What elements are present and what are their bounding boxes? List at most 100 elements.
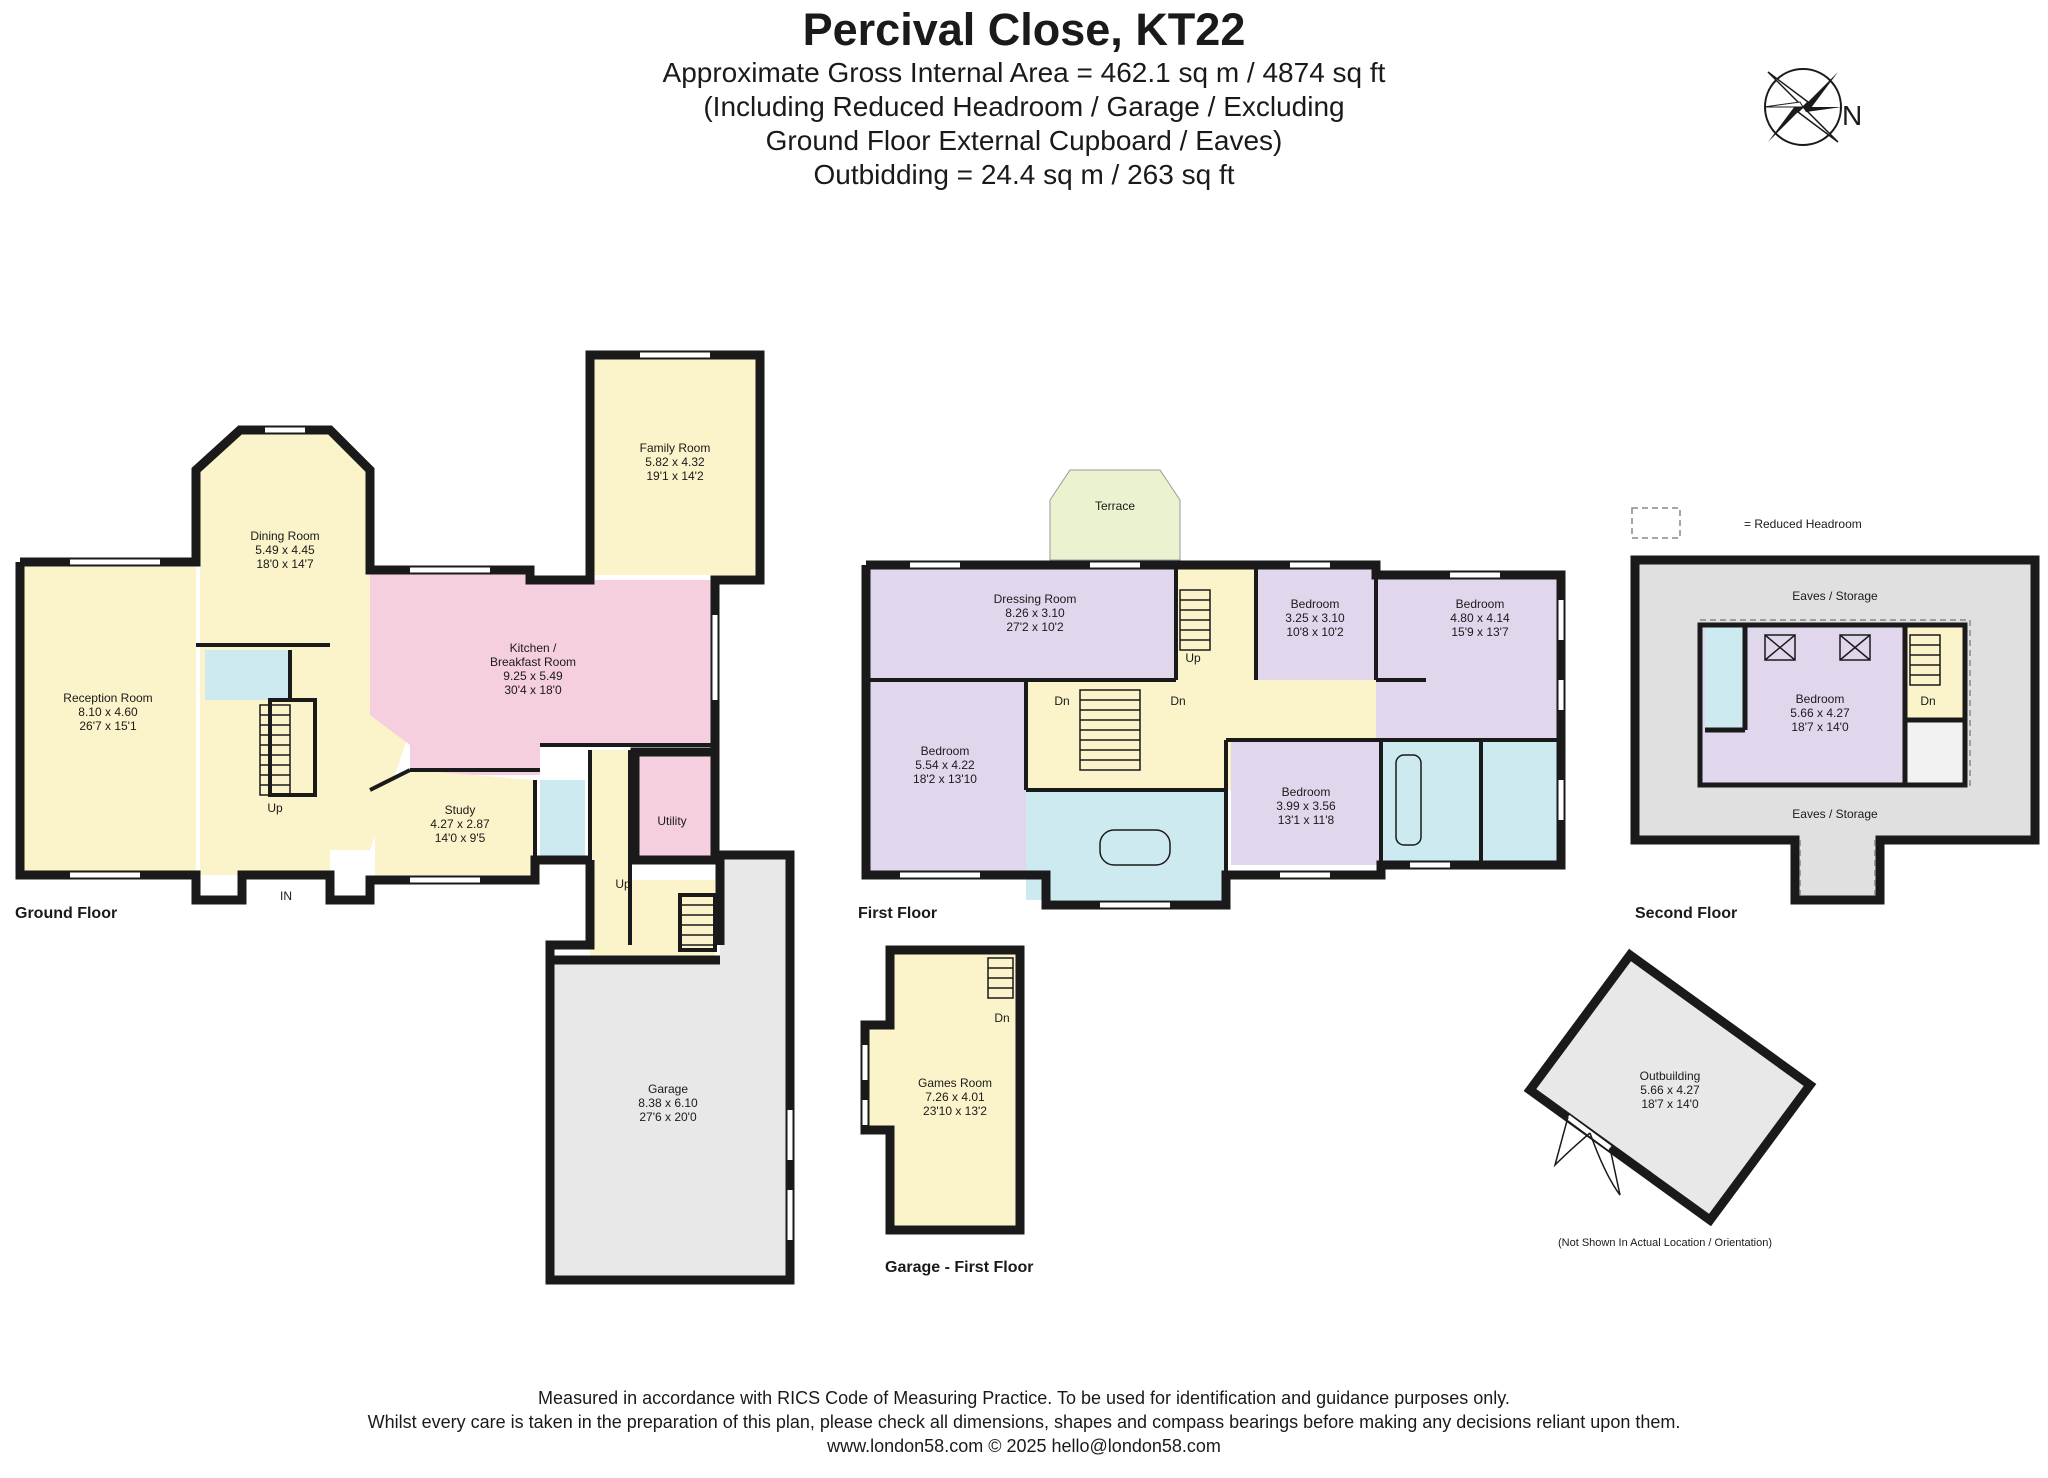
bedroom2-metric: 3.25 x 3.10 — [1285, 611, 1345, 625]
bedroom1-name: Bedroom — [921, 744, 970, 758]
games-room-imperial: 23'10 x 13'2 — [923, 1104, 987, 1118]
outbuilding-imperial: 18'7 x 14'0 — [1641, 1097, 1699, 1111]
second-bedroom-name: Bedroom — [1796, 692, 1845, 706]
bedroom4-imperial: 13'1 x 11'8 — [1278, 813, 1335, 827]
first-floor-labels: Terrace Dressing Room 8.26 x 3.10 27'2 x… — [913, 499, 1510, 827]
entrance-in: IN — [280, 889, 292, 903]
reception-metric: 8.10 x 4.60 — [78, 705, 138, 719]
dressing-name: Dressing Room — [994, 592, 1077, 606]
second-dn: Dn — [1920, 694, 1935, 708]
plan-title: Percival Close, KT22 — [802, 4, 1246, 55]
kitchen-name-2: Breakfast Room — [490, 655, 576, 669]
first-dn-left: Dn — [1054, 694, 1069, 708]
kitchen-name-1: Kitchen / — [510, 641, 557, 655]
study-imperial: 14'0 x 9'5 — [435, 831, 486, 845]
reduced-headroom-legend: = Reduced Headroom — [1744, 517, 1862, 531]
family-name: Family Room — [640, 441, 711, 455]
eaves-top-label: Eaves / Storage — [1792, 589, 1878, 603]
ensuite-area — [1026, 790, 1226, 900]
shower-area — [1481, 740, 1561, 865]
outbuilding-labels: Outbuilding 5.66 x 4.27 18'7 x 14'0 (Not… — [1558, 1069, 1772, 1249]
garage-first-floor-plan — [860, 945, 1025, 1235]
reception-room-area — [20, 562, 196, 875]
family-room-area — [590, 355, 760, 575]
second-stair-area — [1905, 625, 1965, 720]
dressing-room-area — [866, 565, 1176, 680]
terrace-name: Terrace — [1095, 499, 1135, 513]
games-room-area — [865, 950, 1020, 1230]
bedroom1-area — [866, 680, 1026, 875]
garage-first-floor-labels: Games Room 7.26 x 4.01 23'10 x 13'2 Dn — [918, 1011, 1010, 1118]
bedroom1-metric: 5.54 x 4.22 — [915, 758, 975, 772]
footer-contact: www.london58.com © 2025 hello@london58.c… — [827, 1436, 1221, 1456]
area-note-line-2: Ground Floor External Cupboard / Eaves) — [765, 125, 1283, 156]
study-metric: 4.27 x 2.87 — [430, 817, 490, 831]
bedroom4-area — [1231, 740, 1381, 865]
bedroom3-name: Bedroom — [1456, 597, 1505, 611]
wc-area — [205, 650, 290, 700]
footer-disclaimer-2: Whilst every care is taken in the prepar… — [367, 1412, 1681, 1432]
utility-name: Utility — [657, 814, 686, 828]
garage-metric: 8.38 x 6.10 — [638, 1096, 698, 1110]
games-dn: Dn — [994, 1011, 1009, 1025]
ground-floor-title: Ground Floor — [15, 905, 117, 922]
area-note-line-1: (Including Reduced Headroom / Garage / E… — [703, 91, 1345, 122]
rear-stair-up: Up — [615, 877, 631, 891]
second-store-area — [1905, 720, 1965, 785]
family-imperial: 19'1 x 14'2 — [646, 469, 704, 483]
kitchen-imperial: 30'4 x 18'0 — [504, 683, 562, 697]
outbuilding-metric: 5.66 x 4.27 — [1640, 1083, 1700, 1097]
ground-floor-labels: Reception Room 8.10 x 4.60 26'7 x 15'1 D… — [63, 441, 710, 1124]
kitchen-area — [370, 570, 715, 775]
second-bedroom-metric: 5.66 x 4.27 — [1790, 706, 1850, 720]
outbuilding-plan — [1523, 948, 1817, 1227]
eaves-bottom-label: Eaves / Storage — [1792, 807, 1878, 821]
bedroom4-name: Bedroom — [1282, 785, 1331, 799]
bedroom3-area — [1376, 575, 1561, 740]
dining-room-area — [200, 430, 370, 645]
hall-area — [200, 645, 410, 875]
second-floor-title: Second Floor — [1635, 905, 1737, 922]
second-ensuite-area — [1705, 625, 1745, 730]
terrace-area — [1049, 469, 1181, 561]
reception-name: Reception Room — [63, 691, 152, 705]
utility-area — [635, 752, 715, 860]
family-metric: 5.82 x 4.32 — [645, 455, 705, 469]
dining-imperial: 18'0 x 14'7 — [256, 557, 314, 571]
bedroom3-metric: 4.80 x 4.14 — [1450, 611, 1510, 625]
kitchen-metric: 9.25 x 5.49 — [503, 669, 563, 683]
bathroom-area — [1381, 740, 1481, 865]
study-name: Study — [445, 803, 476, 817]
second-bedroom-imperial: 18'7 x 14'0 — [1791, 720, 1849, 734]
gross-area-line: Approximate Gross Internal Area = 462.1 … — [662, 57, 1386, 88]
plan-header: Percival Close, KT22 Approximate Gross I… — [0, 4, 2048, 192]
first-floor-title: First Floor — [858, 905, 937, 922]
study-area — [370, 770, 535, 880]
games-room-name: Games Room — [918, 1076, 992, 1090]
plan-footer: Measured in accordance with RICS Code of… — [0, 1386, 2048, 1458]
dressing-metric: 8.26 x 3.10 — [1005, 606, 1065, 620]
second-floor-labels: = Reduced Headroom Eaves / Storage Eaves… — [1744, 517, 1936, 821]
garage-store-area — [720, 855, 790, 960]
outbuilding-area-line: Outbidding = 24.4 sq m / 263 sq ft — [813, 159, 1235, 190]
first-up: Up — [1185, 651, 1201, 665]
first-floor-plan — [861, 469, 1566, 910]
reduced-headroom-legend-box — [1631, 507, 1681, 539]
second-floor-plan — [1630, 507, 2040, 905]
ground-bath-area — [540, 780, 585, 860]
reception-imperial: 26'7 x 15'1 — [79, 719, 137, 733]
bedroom2-imperial: 10'8 x 10'2 — [1286, 625, 1344, 639]
outbuilding-area — [1523, 948, 1817, 1227]
ground-stair-up: Up — [267, 801, 283, 815]
garage-first-floor-title: Garage - First Floor — [885, 1259, 1033, 1276]
bedroom1-imperial: 18'2 x 13'10 — [913, 772, 977, 786]
footer-disclaimer-1: Measured in accordance with RICS Code of… — [538, 1388, 1510, 1408]
stair-landing-area — [1176, 565, 1256, 680]
compass-north-label: N — [1842, 100, 1863, 131]
garage-name: Garage — [648, 1082, 688, 1096]
first-dn-right: Dn — [1170, 694, 1185, 708]
outbuilding-note: (Not Shown In Actual Location / Orientat… — [1558, 1237, 1772, 1249]
dining-name: Dining Room — [250, 529, 319, 543]
garage-imperial: 27'6 x 20'0 — [639, 1110, 697, 1124]
